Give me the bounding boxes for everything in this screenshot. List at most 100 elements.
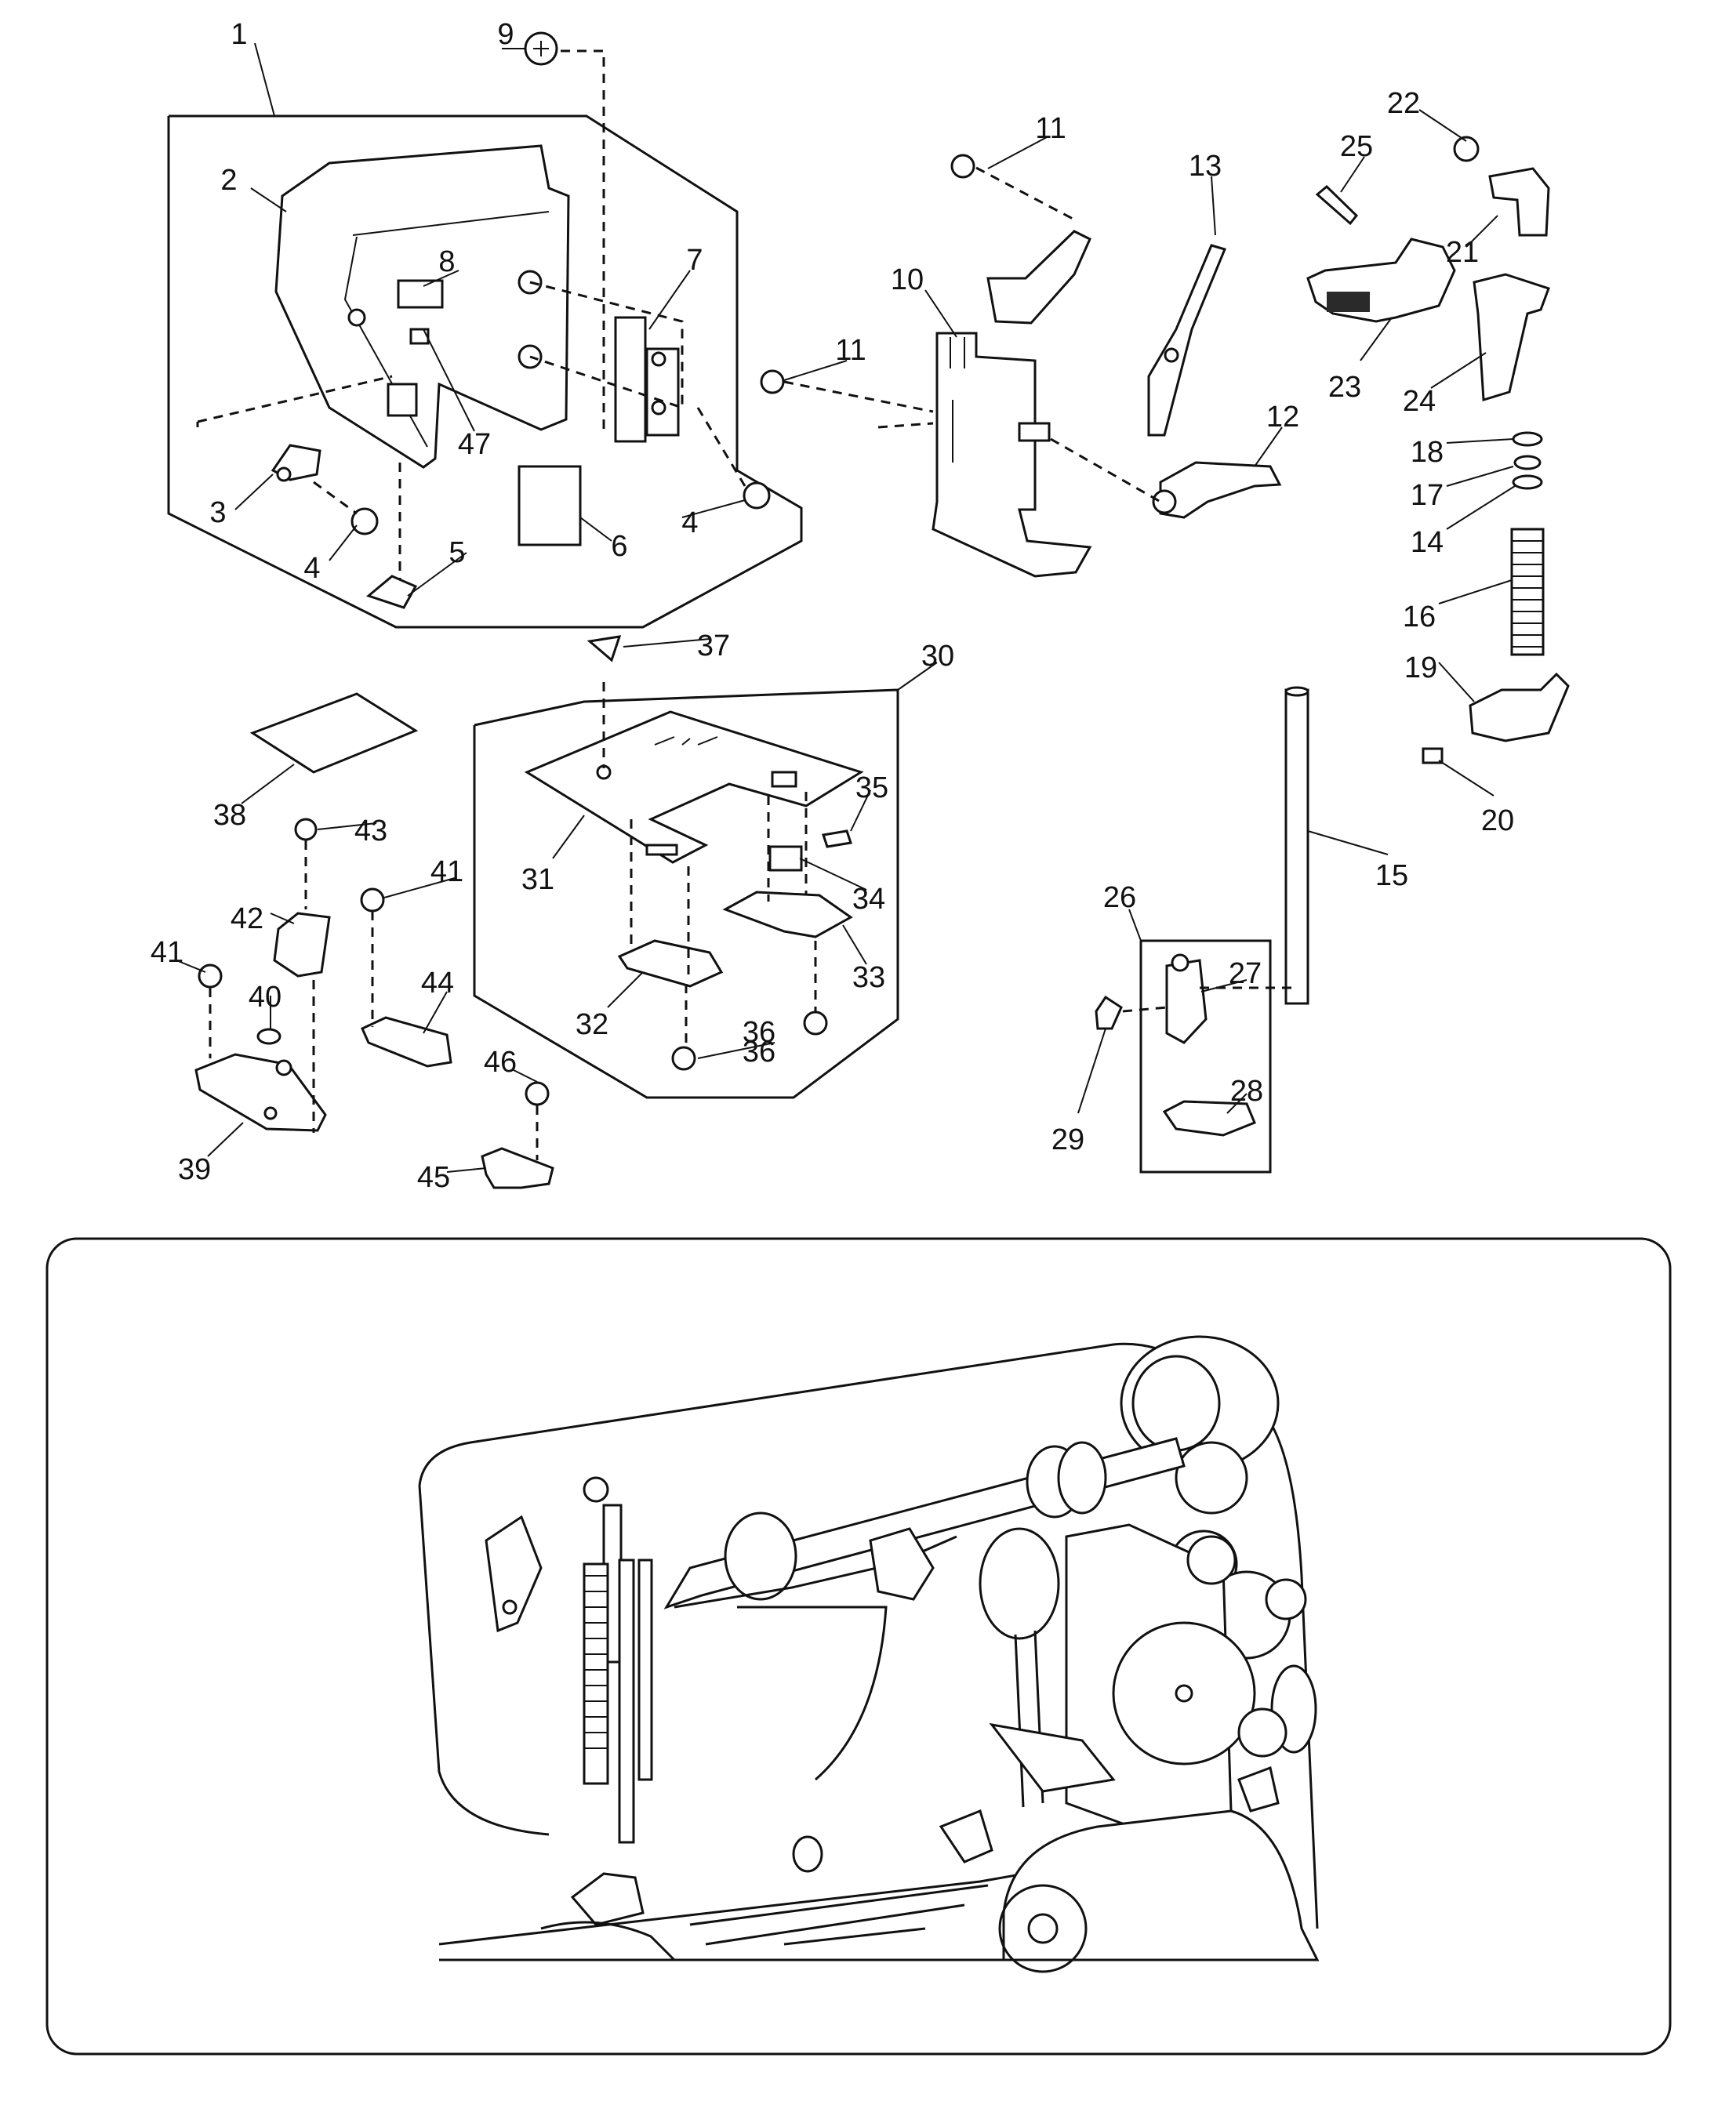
part-5-bracket xyxy=(365,575,418,609)
part-11-screw xyxy=(950,154,975,179)
callout-8: 8 xyxy=(438,245,455,278)
part-35-spring xyxy=(822,829,852,848)
callout-15: 15 xyxy=(1375,859,1408,892)
part-20-screw xyxy=(1422,747,1444,764)
callout-3: 3 xyxy=(209,496,226,529)
part-37-screw xyxy=(587,635,622,662)
part-12-lever xyxy=(1159,461,1282,519)
callout-4: 4 xyxy=(681,506,698,539)
part-43-screw xyxy=(294,818,318,841)
illustration-frame xyxy=(45,1237,1672,2056)
callout-18: 18 xyxy=(1411,436,1444,469)
callout-38: 38 xyxy=(213,799,246,832)
callout-14: 14 xyxy=(1411,526,1444,559)
part-40-washer xyxy=(256,1028,281,1045)
callout-23: 23 xyxy=(1328,371,1361,404)
part-6-plate xyxy=(518,465,582,546)
part-8-label-plate xyxy=(397,279,444,309)
callout-34: 34 xyxy=(852,883,885,916)
part-16-spring xyxy=(1510,528,1545,656)
needle-bar-bracket-group xyxy=(760,154,1282,578)
callout-39: 39 xyxy=(178,1153,211,1186)
part-39-plate xyxy=(194,1053,327,1132)
thread-guide-plate xyxy=(485,1515,543,1633)
part-19-clamp xyxy=(1469,672,1570,742)
callout-24: 24 xyxy=(1403,385,1436,418)
part-33-plate xyxy=(722,891,853,938)
part-21-cap xyxy=(1488,167,1550,237)
callout-27: 27 xyxy=(1229,957,1262,990)
callout-11: 11 xyxy=(1035,112,1066,145)
callout-43: 43 xyxy=(354,815,387,847)
part-7-hinge-plate xyxy=(614,316,647,443)
callout-30: 30 xyxy=(921,640,954,673)
part-32-plate xyxy=(617,939,724,988)
callout-35: 35 xyxy=(855,771,888,804)
callout-9: 9 xyxy=(497,18,514,51)
callout-28: 28 xyxy=(1230,1075,1263,1108)
part-27-shank xyxy=(1165,959,1208,1044)
face-cover-group xyxy=(167,31,803,629)
callout-45: 45 xyxy=(417,1161,450,1194)
callout-46: 46 xyxy=(484,1046,517,1079)
callout-19: 19 xyxy=(1404,651,1437,684)
callout-42: 42 xyxy=(231,902,263,935)
part-36-screw xyxy=(803,1011,828,1036)
part-14-washer xyxy=(1512,474,1543,490)
callout-11: 11 xyxy=(835,334,866,367)
part-38-cover xyxy=(249,692,419,774)
part-10-bracket xyxy=(932,332,1092,578)
part-22-screw xyxy=(1453,136,1480,162)
feed-bracket xyxy=(869,1527,935,1601)
part-42-bracket xyxy=(273,912,331,978)
machine-interior-illustration xyxy=(45,1237,1672,2056)
callout-26: 26 xyxy=(1103,881,1136,914)
callout-44: 44 xyxy=(421,967,454,1000)
part-36-screw xyxy=(671,1046,696,1071)
part-41-screw xyxy=(360,887,385,913)
part-13-lever xyxy=(1147,244,1227,437)
callout-32: 32 xyxy=(576,1008,608,1041)
callout-36: 36 xyxy=(743,1036,775,1069)
callout-20: 20 xyxy=(1481,804,1514,837)
needle-bar xyxy=(618,1559,635,1844)
part-25-pin xyxy=(1315,184,1359,226)
leader-lines xyxy=(176,42,1516,1173)
part-11-screw xyxy=(760,369,785,394)
needle-plate-group xyxy=(473,635,899,1099)
callout-25: 25 xyxy=(1340,130,1373,163)
part-15-presser-bar xyxy=(1284,688,1309,1005)
callout-40: 40 xyxy=(249,981,281,1014)
callout-7: 7 xyxy=(686,244,703,277)
part-17-ring xyxy=(1513,455,1542,470)
callout-13: 13 xyxy=(1189,150,1222,183)
presser-foot-group xyxy=(1095,939,1292,1174)
part-29-thumb-screw xyxy=(1095,995,1123,1030)
callout-12: 12 xyxy=(1266,401,1299,434)
part-28-presser-foot xyxy=(1162,1100,1256,1137)
callout-1: 1 xyxy=(231,18,247,51)
part-41-screw xyxy=(198,963,223,989)
callout-17: 17 xyxy=(1411,479,1444,512)
callout-21: 21 xyxy=(1446,236,1479,269)
bottom-left-parts xyxy=(194,692,554,1189)
part-31-needle-plate xyxy=(524,710,864,864)
callout-41: 41 xyxy=(151,936,183,969)
callout-31: 31 xyxy=(521,863,554,896)
callout-33: 33 xyxy=(852,961,885,994)
callout-29: 29 xyxy=(1051,1123,1084,1156)
callout-10: 10 xyxy=(891,263,924,296)
callout-41: 41 xyxy=(430,855,463,888)
callout-2: 2 xyxy=(220,164,237,197)
part-18-washer xyxy=(1512,431,1543,447)
presser-bar-group xyxy=(1284,136,1570,1005)
part-4-screw xyxy=(743,481,771,510)
callout-47: 47 xyxy=(458,428,491,461)
motor-housing xyxy=(1002,1809,1320,1961)
callout-37: 37 xyxy=(697,630,730,662)
callout-6: 6 xyxy=(611,530,627,563)
callout-4: 4 xyxy=(303,552,320,585)
callout-16: 16 xyxy=(1403,601,1436,633)
